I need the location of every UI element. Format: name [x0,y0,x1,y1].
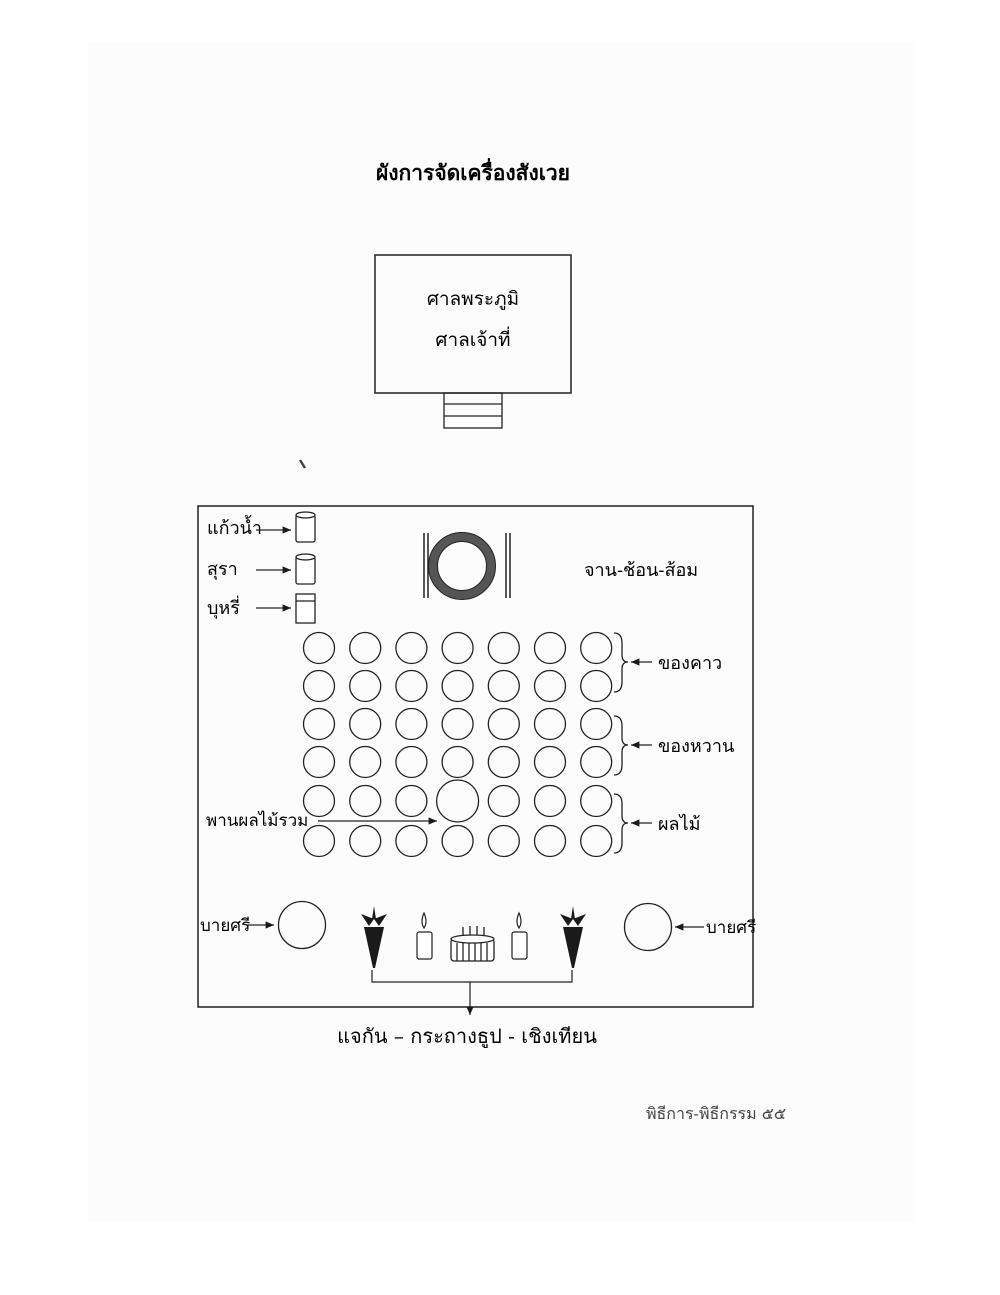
shrine-label-2: ศาลเจ้าที่ [435,326,510,351]
dish-r2-c6 [533,669,567,703]
dish-r4-c2 [349,745,382,779]
cigarette-pack-icon [295,593,316,624]
dish-r3-c1 [302,707,336,741]
dish-r1-c5 [487,631,520,665]
savory-label: ของคาว [658,653,722,674]
baisri-left-tray [277,900,327,950]
dish-r5-c5 [487,784,520,818]
shrine-label-1: ศาลพระภูมิ [427,288,519,310]
dish-r2-c1 [302,669,336,703]
shrine-steps [443,392,503,429]
dish-r6-c5 [487,824,520,858]
dish-r5-c3 [395,784,428,818]
baisri-left-label: บายศรี [200,916,250,936]
dish-r6-c3 [395,824,428,858]
cigarette-label: บุหรี่ [207,595,240,619]
dish-r1-c2 [349,631,382,665]
dish-r6-c2 [349,824,382,858]
page-sheet [88,42,913,1222]
dish-r4-c1 [302,745,336,779]
baisri-right-tray [623,902,673,952]
savory-bracket [613,632,652,693]
dessert-bracket [613,715,652,776]
dish-r2-c4 [441,669,474,703]
dish-r4-c4 [441,745,474,779]
plate-label: จาน-ช้อน-ส้อม [584,560,698,581]
dish-r1-c3 [395,631,428,665]
dish-r6-c4 [441,824,474,858]
page-title: ผังการจัดเครื่องสังเวย [376,157,570,185]
altar-connector [371,970,573,1015]
dish-r6-c1 [302,824,336,858]
dish-r3-c5 [487,707,520,741]
water-glass-icon [295,511,316,543]
vase-left-icon [361,906,387,968]
dish-r3-c3 [395,707,428,741]
fork-icon [505,533,511,598]
fruit-tray-label: พานผลไม้รวม [206,810,308,831]
dish-r1-c6 [533,631,567,665]
dish-r4-c5 [487,745,520,779]
baisri-right-label: บายศรี [706,918,756,938]
fruit-tray [435,779,480,823]
dish-r2-c5 [487,669,520,703]
dish-r5-c1 [302,784,336,818]
vase-right-icon [560,906,586,968]
dish-r4-c6 [533,745,567,779]
dish-grid [302,631,613,858]
dish-r2-c2 [349,669,382,703]
liquor-glass-icon [295,553,316,585]
dish-r6-c6 [533,824,567,858]
incense-burner-icon [450,926,495,962]
shrine-box [374,254,572,394]
dish-r4-c3 [395,745,428,779]
altar-caption: แจกัน – กระถางธูป - เชิงเทียน [337,1024,597,1049]
page-footer: พิธีการ-พิธีกรรม ๕๕ [646,1104,786,1123]
candle-right-icon [511,911,528,960]
spoon-icon [423,533,429,598]
plate-icon [428,532,496,600]
dish-r2-c3 [395,669,428,703]
dish-r5-c2 [349,784,382,818]
dish-r3-c4 [441,707,474,741]
dessert-label: ของหวาน [658,736,734,757]
dish-r1-c4 [441,631,474,665]
stray-mark [298,459,307,469]
dish-r3-c2 [349,707,382,741]
fruit-label: ผลไม้ [658,813,701,835]
dish-r3-c7 [580,707,613,741]
dish-r1-c7 [580,631,613,665]
dish-r3-c6 [533,707,567,741]
dish-r5-c6 [533,784,567,818]
dish-r4-c7 [580,745,613,779]
dish-r5-c7 [580,784,613,818]
dish-r1-c1 [302,631,336,665]
dish-r2-c7 [580,669,613,703]
offering-table [197,505,754,1008]
water-glass-label: แก้วน้ำ [207,515,262,539]
candle-left-icon [416,911,433,960]
fruit-bracket [613,793,652,854]
liquor-label: สุรา [207,559,238,580]
dish-r6-c7 [580,824,613,858]
